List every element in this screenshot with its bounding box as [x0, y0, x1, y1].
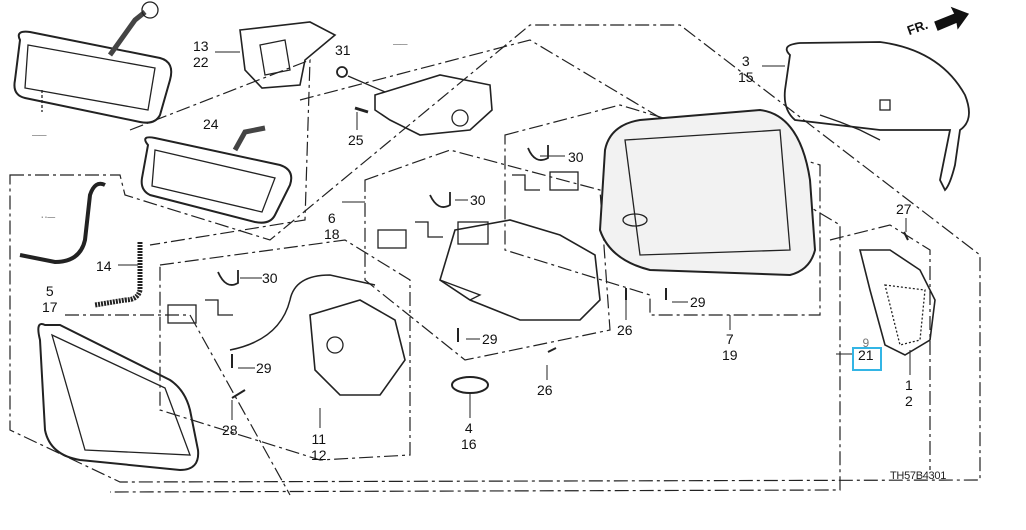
partial-label: –‒ [32, 126, 47, 142]
rearview-mirror-large [13, 1, 173, 124]
callout-26-a[interactable]: 26 [617, 322, 633, 338]
callout-30-b[interactable]: 30 [470, 192, 486, 208]
sensor-cover [239, 21, 337, 89]
mirror-cap [783, 41, 970, 192]
callout-25[interactable]: 25 [348, 132, 364, 148]
callout-30-a[interactable]: 30 [568, 149, 584, 165]
partial-label: –‒ [393, 35, 408, 51]
gasket [451, 376, 489, 394]
callout-29-b[interactable]: 29 [690, 294, 706, 310]
callout-14[interactable]: 14 [96, 258, 112, 274]
screws [231, 231, 909, 399]
mirror-glass [37, 323, 200, 472]
callout-29-c[interactable]: 29 [256, 360, 272, 376]
callout-27[interactable]: 27 [896, 201, 912, 217]
assembly-boundaries [9, 24, 981, 496]
mirror-motor [229, 274, 406, 396]
callout-30-c[interactable]: 30 [262, 270, 278, 286]
diagram-code: TH57B4301 [890, 470, 947, 482]
mirror-base-cover [336, 66, 493, 136]
rearview-mirror-small [140, 125, 293, 224]
callout-29-a[interactable]: 29 [482, 331, 498, 347]
front-direction-arrow [934, 6, 970, 31]
callout-26-b[interactable]: 26 [537, 382, 553, 398]
partial-label: ··– [40, 208, 55, 224]
turn-signal-lamp [858, 249, 936, 356]
mirror-actuator [439, 219, 601, 321]
leader-lines [118, 51, 911, 428]
mirror-housing [598, 108, 817, 277]
callout-31[interactable]: 31 [335, 42, 351, 58]
callout-28[interactable]: 28 [222, 422, 238, 438]
clips-connectors [167, 145, 579, 324]
highlight-box-21 [852, 347, 882, 371]
hoses [19, 181, 143, 308]
callout-24[interactable]: 24 [203, 116, 219, 132]
